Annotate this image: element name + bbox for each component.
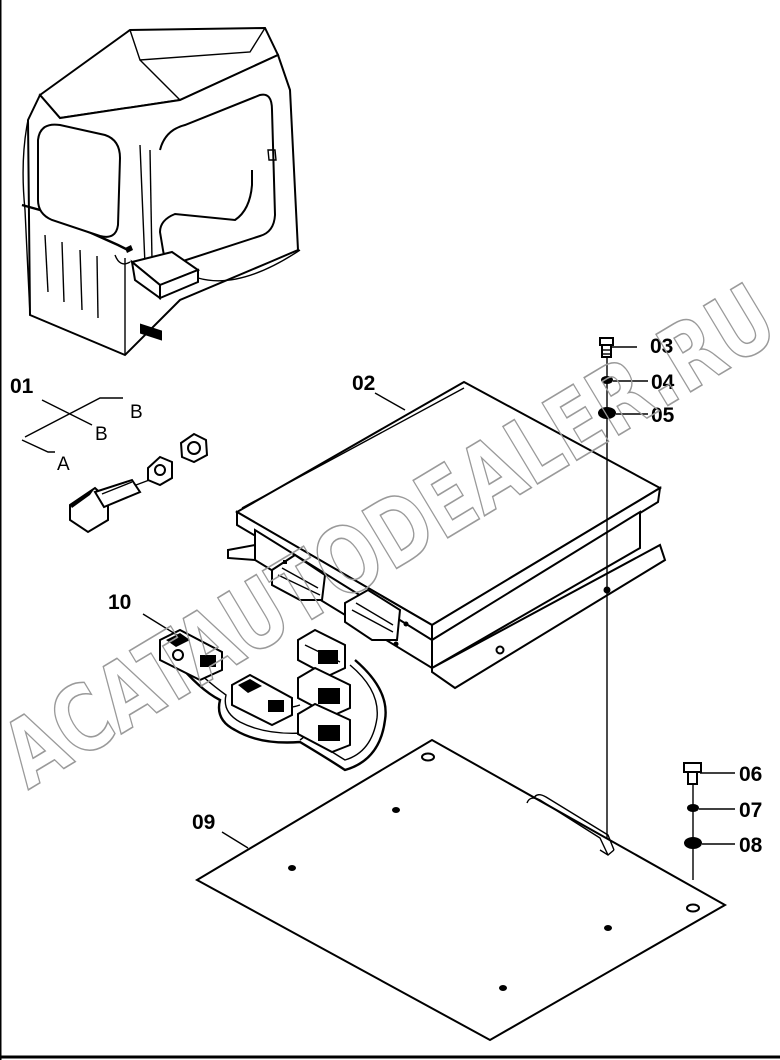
part-01-key-switch: [21, 397, 209, 534]
cab-illustration: [21, 26, 301, 357]
callout-10: 10: [108, 591, 131, 614]
callout-08: 08: [739, 834, 763, 857]
callout-07: 07: [739, 799, 762, 822]
callout-02: 02: [352, 372, 375, 395]
callout-03: 03: [650, 335, 673, 358]
callout-09: 09: [192, 811, 215, 834]
leader-lines: [142, 392, 406, 849]
switch-label-b-upper: B: [130, 402, 143, 423]
part-10-harness: [159, 628, 387, 772]
callout-labels: 01 02 03 04 05 06 07 08 09 10 B B A: [10, 335, 763, 857]
part-09-plate: [194, 738, 728, 1042]
callout-06: 06: [739, 763, 762, 786]
callout-04: 04: [651, 371, 675, 394]
callout-01: 01: [10, 375, 34, 398]
switch-label-b-lower: B: [95, 424, 108, 445]
switch-label-a: A: [57, 454, 70, 475]
callout-05: 05: [651, 404, 675, 427]
parts-06-08-fasteners: [683, 762, 735, 880]
